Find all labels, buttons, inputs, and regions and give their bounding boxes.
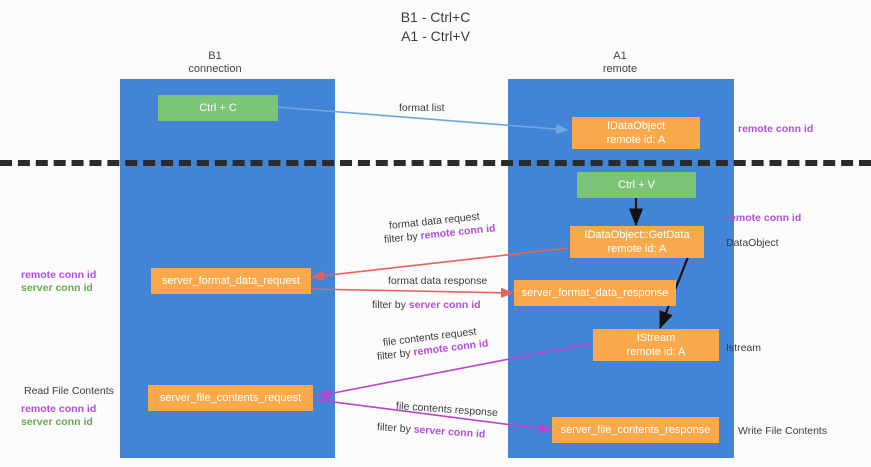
- side-label-istream: Istream: [726, 342, 762, 354]
- edge-label-file-contents-response-filter: filter by server conn id: [377, 420, 486, 442]
- node-ctrl-c[interactable]: Ctrl + C: [158, 95, 278, 121]
- side-label-server-conn-id-left: server conn id: [21, 282, 93, 294]
- node-istream[interactable]: IStream remote id: A: [593, 329, 719, 361]
- node-getdata[interactable]: IDataObject::GetData remote id: A: [570, 226, 704, 258]
- filter-key-server-conn-id: server conn id: [408, 299, 481, 311]
- edge-label-file-contents-response: file contents response: [395, 400, 499, 420]
- side-label-remote-conn-id-top: remote conn id: [738, 123, 814, 135]
- filter-prefix: filter by: [372, 299, 409, 311]
- side-label-write-file-contents: Write File Contents: [738, 425, 828, 437]
- node-ctrl-v[interactable]: Ctrl + V: [577, 172, 696, 198]
- diagram-title: B1 - Ctrl+C A1 - Ctrl+V: [400, 9, 471, 44]
- edge-label-format-data-response-filter: filter by server conn id: [372, 298, 481, 312]
- node-server-format-data-response[interactable]: server_format_data_response: [514, 280, 676, 306]
- lane-title-b1: B1 connection: [188, 50, 242, 75]
- side-label-remote-conn-id-left: remote conn id: [21, 269, 97, 281]
- filter-prefix: filter by: [376, 421, 415, 436]
- node-server-format-data-request[interactable]: server_format_data_request: [151, 268, 311, 294]
- side-label-remote-conn-id-mid: remote conn id: [726, 212, 802, 224]
- side-label-read-file-contents: Read File Contents: [24, 385, 114, 397]
- filter-prefix: filter by: [376, 346, 415, 363]
- edge-label-format-list: format list: [399, 102, 445, 114]
- edge-label-format-data-response: format data response: [388, 275, 488, 287]
- side-label-dataobject: DataObject: [726, 237, 779, 249]
- arrow-format-data-response: [311, 287, 514, 298]
- node-idataobject[interactable]: IDataObject remote id: A: [572, 117, 700, 149]
- side-label-server-conn-id-left-2: server conn id: [21, 416, 93, 428]
- lane-title-a1: A1 remote: [602, 50, 638, 75]
- side-label-remote-conn-id-left-2: remote conn id: [21, 403, 97, 415]
- filter-key-server-conn-id: server conn id: [413, 423, 486, 441]
- filter-prefix: filter by: [383, 230, 422, 246]
- node-server-file-contents-response[interactable]: server_file_contents_response: [552, 417, 719, 443]
- section-divider: [0, 160, 871, 166]
- node-server-file-contents-request[interactable]: server_file_contents_request: [148, 385, 313, 411]
